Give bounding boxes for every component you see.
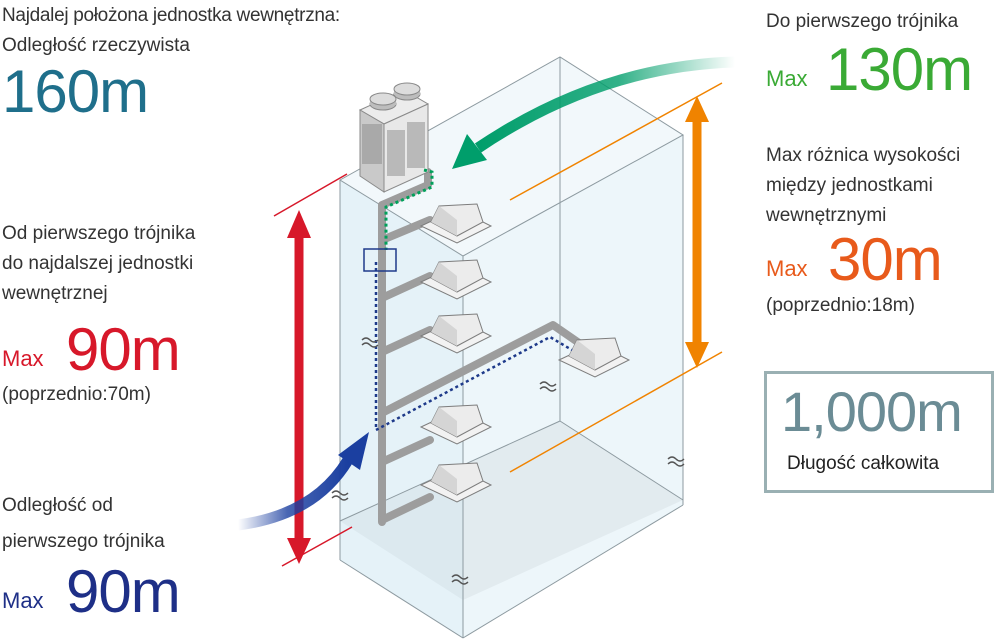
actual-distance-value: 160m (2, 58, 149, 125)
height-diff-previous: (poprzednio:18m) (766, 295, 915, 316)
orange-height-dimension (509, 82, 723, 473)
height-diff-max-word: Max (766, 256, 808, 281)
to-first-tee-label: Do pierwszego trójnika (766, 11, 959, 32)
outdoor-unit-icon (358, 82, 430, 193)
indoor-unit-icon (557, 337, 631, 378)
indoor-unit-icon (419, 313, 493, 354)
actual-distance-label: Odległość rzeczywista (2, 35, 190, 56)
tee-to-farthest-max-word: Max (2, 346, 44, 371)
green-arrow (452, 56, 736, 169)
blue-arrow (237, 432, 369, 531)
distance-from-tee-value: 90m (66, 558, 181, 625)
tee-to-farthest-previous: (poprzednio:70m) (2, 384, 151, 405)
total-length-value: 1,000m (781, 380, 963, 443)
building-right-face (463, 135, 683, 638)
height-diff-label-line2: między jednostkami (766, 175, 933, 196)
total-length-label: Długość całkowita (787, 453, 940, 474)
indoor-unit-icon (419, 404, 493, 445)
height-diff-value: 30m (828, 226, 943, 293)
to-first-tee-value: 130m (826, 36, 973, 103)
building (339, 56, 684, 639)
building-front-face (340, 180, 463, 638)
building-top-face (340, 57, 683, 256)
tee-to-farthest-value: 90m (66, 316, 181, 383)
indoor-unit-icon (419, 203, 493, 244)
tee-to-farthest-label-line3: wewnętrznej (2, 283, 108, 304)
distance-from-tee-label-line1: Odległość od (2, 495, 113, 516)
indoor-unit-icon (419, 462, 493, 503)
refrigerant-pipes (378, 168, 586, 526)
tee-joint-icon (363, 248, 397, 272)
height-diff-label-line1: Max różnica wysokości (766, 145, 961, 166)
to-first-tee-max-word: Max (766, 66, 808, 91)
red-height-dimension (273, 173, 353, 567)
height-diff-label-line3: wewnętrznymi (766, 205, 887, 226)
tee-to-farthest-label-line1: Od pierwszego trójnika (2, 223, 196, 244)
indoor-unit-icon (419, 259, 493, 300)
farthest-unit-label: Najdalej położona jednostka wewnętrzna: (2, 5, 340, 26)
distance-from-tee-label-line2: pierwszego trójnika (2, 531, 165, 552)
tee-to-farthest-label-line2: do najdalszej jednostki (2, 253, 194, 274)
total-length-box: 1,000m Długość całkowita (764, 371, 994, 493)
break-mark-icon (331, 337, 685, 585)
distance-from-tee-max-word: Max (2, 588, 44, 613)
